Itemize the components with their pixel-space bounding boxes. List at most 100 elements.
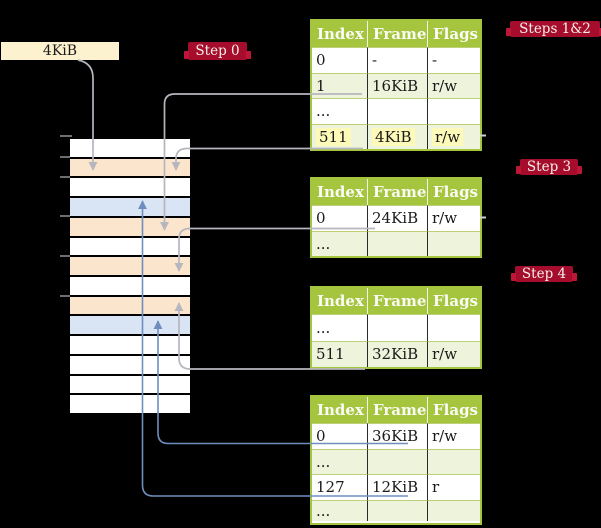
- column-header-flags: Flags: [427, 179, 480, 205]
- table-cell: ...: [312, 448, 367, 474]
- page-table-step-3: Index Frame Flags 0 24KiB r/w ...: [310, 177, 482, 258]
- cell-value: 24KiB: [372, 209, 419, 228]
- cell-value: 0: [316, 51, 326, 70]
- memory-tick: [60, 215, 72, 218]
- cell-value: r/w: [432, 76, 458, 95]
- column-header-frame: Frame: [367, 179, 427, 205]
- table-cell: -: [427, 47, 480, 73]
- table-cell: ...: [312, 98, 367, 124]
- memory-row: [70, 198, 190, 216]
- column-header-frame: Frame: [367, 288, 427, 314]
- memory-row: [70, 375, 190, 394]
- table-cell: r/w: [427, 123, 480, 149]
- table-cell: 1: [312, 72, 367, 98]
- cell-value: 127: [316, 478, 345, 497]
- table-cell: [367, 230, 427, 256]
- cell-value: -: [372, 51, 378, 70]
- badge-step-3: Step 3: [516, 159, 582, 175]
- badge-steps-1-2: Steps 1&2: [506, 21, 601, 37]
- memory-row: [70, 395, 190, 414]
- memory-row: [70, 158, 190, 177]
- table-cell: 0: [312, 423, 367, 449]
- page-table-step-4-lower: Index Frame Flags 0 36KiB r/w ... 127 12…: [310, 395, 482, 525]
- cell-value: r/w: [432, 427, 458, 446]
- badge-step-4: Step 4: [511, 266, 577, 282]
- memory-row: [70, 296, 190, 315]
- column-header-index: Index: [312, 397, 367, 423]
- cell-value: ...: [316, 234, 331, 253]
- physical-memory-column: [70, 137, 190, 415]
- table-cell: r: [427, 474, 480, 500]
- table-cell: [427, 230, 480, 256]
- table-cell: [367, 499, 427, 521]
- table-cell: 12KiB: [367, 474, 427, 500]
- memory-row: [70, 257, 190, 276]
- table-cell: r/w: [427, 340, 480, 367]
- table-cell: 4KiB: [367, 123, 427, 149]
- memory-tick: [60, 175, 72, 178]
- table-cell: [367, 314, 427, 341]
- column-header-frame: Frame: [367, 397, 427, 423]
- column-header-flags: Flags: [427, 288, 480, 314]
- table-cell: r/w: [427, 205, 480, 231]
- table-cell: [367, 98, 427, 124]
- memory-tick: [60, 156, 72, 158]
- column-header-flags: Flags: [427, 397, 480, 423]
- cell-value: ...: [316, 452, 331, 471]
- memory-row: [70, 178, 190, 197]
- memory-tick: [60, 135, 72, 137]
- column-header-index: Index: [312, 179, 367, 205]
- table-cell: ...: [312, 499, 367, 521]
- page-table-step-4-upper: Index Frame Flags ... 511 32KiB r/w: [310, 286, 482, 369]
- cell-value: 1: [316, 76, 326, 95]
- cell-value: 511: [316, 345, 345, 364]
- table-cell: 36KiB: [367, 423, 427, 449]
- cell-value: 0: [316, 427, 326, 446]
- table-cell: r/w: [427, 423, 480, 449]
- memory-row: [70, 277, 190, 295]
- page-table-steps-1-2: Index Frame Flags 0 - - 1 16KiB r/w ... …: [310, 19, 482, 151]
- cell-value: 12KiB: [372, 478, 419, 497]
- table-cell: [427, 98, 480, 124]
- column-header-frame: Frame: [367, 21, 427, 47]
- memory-row: [70, 355, 190, 374]
- cell-value: -: [432, 51, 438, 70]
- cell-value: 16KiB: [372, 76, 419, 95]
- table-cell: 0: [312, 205, 367, 231]
- memory-row: [70, 217, 190, 236]
- table-cell: 32KiB: [367, 340, 427, 367]
- table-cell: 127: [312, 474, 367, 500]
- memory-row: [70, 139, 190, 157]
- table-cell: r/w: [427, 72, 480, 98]
- memory-row: [70, 237, 190, 256]
- table-cell: -: [367, 47, 427, 73]
- column-header-flags: Flags: [427, 21, 480, 47]
- frame-size-label: 4KiB: [1, 42, 119, 60]
- cell-value: r: [432, 478, 440, 497]
- memory-tick: [60, 294, 72, 297]
- table-cell: [427, 499, 480, 521]
- table-cell: 0: [312, 47, 367, 73]
- cell-value: 36KiB: [372, 427, 419, 446]
- table-cell: 511: [312, 340, 367, 367]
- memory-row: [70, 316, 190, 335]
- cell-value: r/w: [432, 209, 458, 228]
- table-cell: [367, 448, 427, 474]
- cell-value-highlighted: 4KiB: [372, 127, 415, 146]
- cell-value-highlighted: r/w: [432, 127, 464, 146]
- table-cell: [427, 448, 480, 474]
- arrow-entry511-to-4kib-frame: [171, 147, 363, 171]
- memory-row: [70, 336, 190, 354]
- table-cell: 16KiB: [367, 72, 427, 98]
- table-cell: 24KiB: [367, 205, 427, 231]
- memory-tick: [60, 255, 72, 257]
- column-header-index: Index: [312, 288, 367, 314]
- cell-value: 0: [316, 209, 326, 228]
- table-cell: ...: [312, 314, 367, 341]
- cell-value: ...: [316, 102, 331, 121]
- column-header-index: Index: [312, 21, 367, 47]
- cell-value: r/w: [432, 345, 458, 364]
- cell-value-highlighted: 511: [316, 127, 351, 146]
- table-cell: [427, 314, 480, 341]
